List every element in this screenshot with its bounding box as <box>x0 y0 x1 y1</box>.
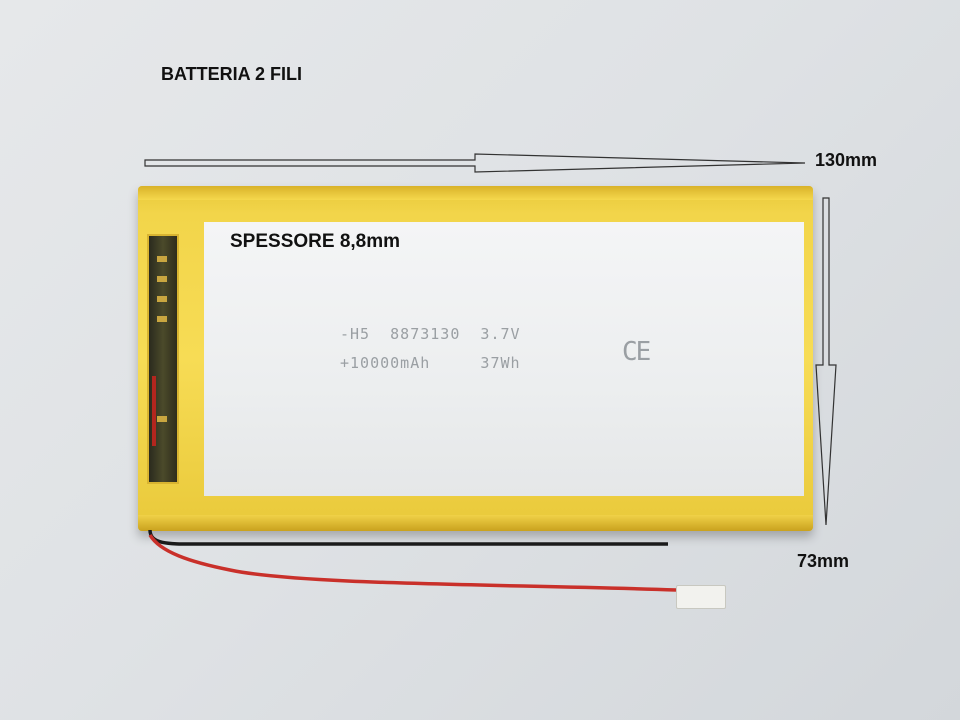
red-wire <box>148 534 677 592</box>
pcb-component <box>157 276 167 282</box>
width-arrow <box>815 197 837 526</box>
pcb-component <box>157 296 167 302</box>
battery-wrap-top <box>138 186 813 200</box>
pcb-red-wire <box>152 376 156 446</box>
battery-label-area <box>204 222 804 496</box>
battery-spec-line-2: +10000mAh 37Wh <box>340 354 521 372</box>
title-caption: BATTERIA 2 FILI <box>161 64 302 84</box>
ce-mark: CE <box>622 337 651 367</box>
width-dimension-label: 73mm <box>797 551 850 571</box>
thickness-caption: SPESSORE 8,8mm <box>230 231 401 252</box>
battery-wrap-bottom <box>138 515 813 531</box>
battery-spec-line-1: -H5 8873130 3.7V <box>340 325 521 343</box>
pcb-component <box>157 256 167 262</box>
pcb-component <box>157 416 167 422</box>
length-dimension-label: 130mm <box>815 150 878 170</box>
wire-connector <box>676 585 726 609</box>
black-wire <box>148 529 668 546</box>
pcb-component <box>157 316 167 322</box>
protection-circuit-board <box>147 234 179 484</box>
length-arrow <box>144 153 806 173</box>
battery-pack <box>138 186 813 531</box>
